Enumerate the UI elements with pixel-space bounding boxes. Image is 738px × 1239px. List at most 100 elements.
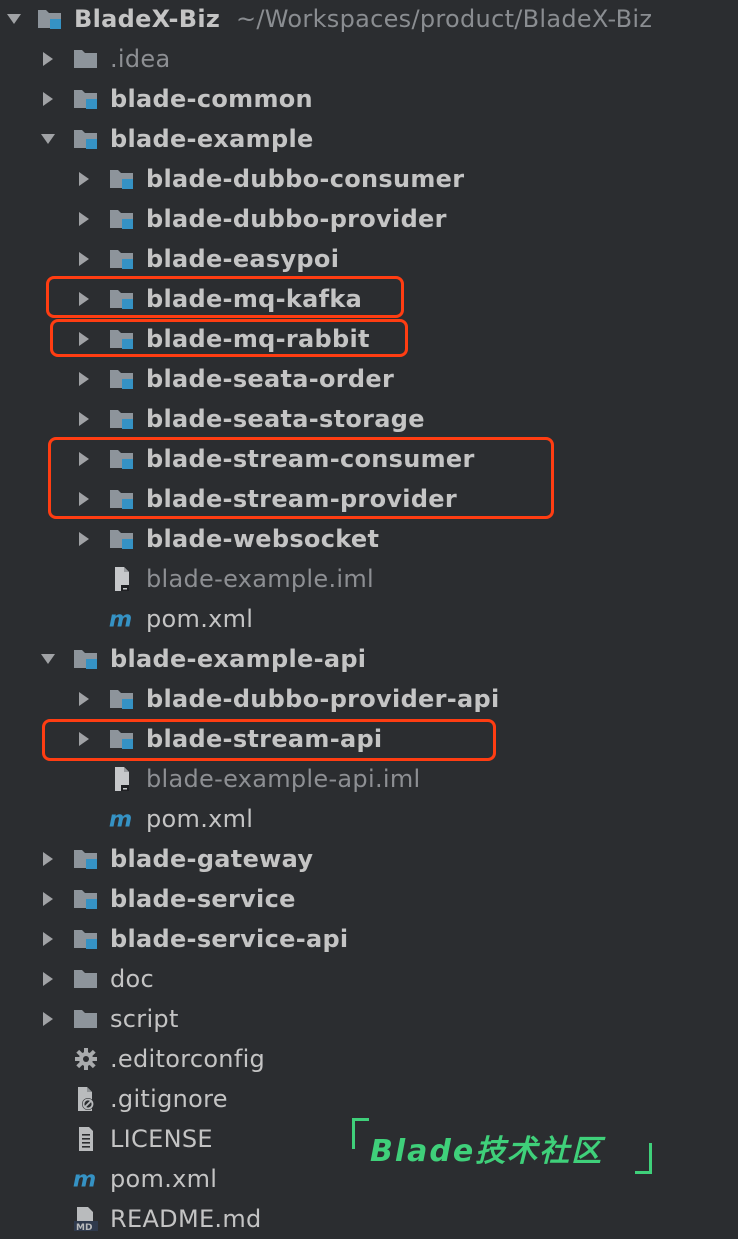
text-file-icon <box>72 1125 100 1153</box>
tree-row-license[interactable]: LICENSE <box>0 1119 738 1159</box>
chevron-right-icon[interactable] <box>74 529 94 549</box>
module-folder-icon <box>108 445 136 473</box>
chevron-right-icon[interactable] <box>38 849 58 869</box>
tree-row-blade-mq-kafka[interactable]: blade-mq-kafka <box>0 279 738 319</box>
module-folder-icon <box>108 685 136 713</box>
chevron-right-icon[interactable] <box>74 289 94 309</box>
tree-item-label: blade-gateway <box>110 845 314 873</box>
chevron-right-icon[interactable] <box>38 1009 58 1029</box>
tree-row-pom-xml[interactable]: m pom.xml <box>0 799 738 839</box>
chevron-right-icon[interactable] <box>38 969 58 989</box>
svg-text:m: m <box>109 806 132 832</box>
tree-row-doc[interactable]: doc <box>0 959 738 999</box>
tree-item-label: blade-mq-kafka <box>146 285 363 313</box>
tree-item-label: .gitignore <box>110 1085 228 1113</box>
tree-item-label: blade-seata-order <box>146 365 395 393</box>
tree-row-blade-example-iml[interactable]: blade-example.iml <box>0 559 738 599</box>
maven-icon: m <box>108 805 136 833</box>
module-folder-icon <box>72 125 100 153</box>
chevron-down-icon[interactable] <box>38 649 58 669</box>
tree-item-label: blade-dubbo-provider-api <box>146 685 500 713</box>
module-folder-icon <box>108 205 136 233</box>
tree-item-label: blade-stream-api <box>146 725 383 753</box>
tree-row-blade-gateway[interactable]: blade-gateway <box>0 839 738 879</box>
tree-row-pom-xml[interactable]: m pom.xml <box>0 1159 738 1199</box>
module-folder-icon <box>72 645 100 673</box>
tree-item-label: blade-example.iml <box>146 565 375 593</box>
chevron-right-icon[interactable] <box>74 169 94 189</box>
svg-text:m: m <box>73 1166 96 1192</box>
tree-row-blade-dubbo-consumer[interactable]: blade-dubbo-consumer <box>0 159 738 199</box>
tree-row-blade-websocket[interactable]: blade-websocket <box>0 519 738 559</box>
tree-row-blade-seata-storage[interactable]: blade-seata-storage <box>0 399 738 439</box>
tree-row-blade-seata-order[interactable]: blade-seata-order <box>0 359 738 399</box>
tree-row-blade-stream-provider[interactable]: blade-stream-provider <box>0 479 738 519</box>
tree-row-blade-dubbo-provider[interactable]: blade-dubbo-provider <box>0 199 738 239</box>
module-folder-icon <box>72 885 100 913</box>
module-folder-icon <box>36 5 64 33</box>
chevron-right-icon[interactable] <box>74 729 94 749</box>
tree-row--idea[interactable]: .idea <box>0 39 738 79</box>
module-folder-icon <box>108 525 136 553</box>
tree-item-label: blade-seata-storage <box>146 405 425 433</box>
chevron-right-icon[interactable] <box>38 49 58 69</box>
tree-item-label: README.md <box>110 1205 262 1233</box>
tree-item-label: blade-example-api.iml <box>146 765 421 793</box>
tree-item-label: pom.xml <box>146 805 254 833</box>
tree-row--gitignore[interactable]: .gitignore <box>0 1079 738 1119</box>
maven-icon: m <box>108 605 136 633</box>
chevron-right-icon[interactable] <box>74 489 94 509</box>
tree-row-blade-dubbo-provider-api[interactable]: blade-dubbo-provider-api <box>0 679 738 719</box>
iml-file-icon <box>108 765 136 793</box>
module-folder-icon <box>108 725 136 753</box>
chevron-down-icon[interactable] <box>38 129 58 149</box>
module-folder-icon <box>108 285 136 313</box>
tree-row-readme-md[interactable]: MD README.md <box>0 1199 738 1239</box>
chevron-right-icon[interactable] <box>74 449 94 469</box>
tree-row-blade-stream-api[interactable]: blade-stream-api <box>0 719 738 759</box>
chevron-right-icon[interactable] <box>38 89 58 109</box>
tree-item-label: blade-stream-consumer <box>146 445 475 473</box>
project-path: ~/Workspaces/product/BladeX-Biz <box>236 5 653 33</box>
iml-file-icon <box>108 565 136 593</box>
tree-item-label: BladeX-Biz <box>74 5 221 33</box>
tree-row-blade-easypoi[interactable]: blade-easypoi <box>0 239 738 279</box>
ignore-file-icon <box>72 1085 100 1113</box>
tree-row-script[interactable]: script <box>0 999 738 1039</box>
tree-row-blade-example-api-iml[interactable]: blade-example-api.iml <box>0 759 738 799</box>
tree-item-label: script <box>110 1005 179 1033</box>
tree-row-bladex-biz[interactable]: BladeX-Biz ~/Workspaces/product/BladeX-Bi… <box>0 0 738 39</box>
chevron-right-icon[interactable] <box>38 929 58 949</box>
tree-item-label: LICENSE <box>110 1125 213 1153</box>
tree-item-label: blade-example <box>110 125 314 153</box>
tree-row-blade-example[interactable]: blade-example <box>0 119 738 159</box>
tree-item-label: pom.xml <box>110 1165 218 1193</box>
tree-row-blade-example-api[interactable]: blade-example-api <box>0 639 738 679</box>
module-folder-icon <box>108 165 136 193</box>
chevron-right-icon[interactable] <box>74 249 94 269</box>
chevron-right-icon[interactable] <box>38 889 58 909</box>
chevron-down-icon[interactable] <box>4 9 24 29</box>
chevron-right-icon[interactable] <box>74 689 94 709</box>
tree-row-blade-stream-consumer[interactable]: blade-stream-consumer <box>0 439 738 479</box>
chevron-right-icon[interactable] <box>74 329 94 349</box>
chevron-right-icon[interactable] <box>74 409 94 429</box>
svg-text:m: m <box>109 606 132 632</box>
folder-icon <box>72 1005 100 1033</box>
watermark-bracket-left <box>352 1118 369 1149</box>
tree-row-blade-common[interactable]: blade-common <box>0 79 738 119</box>
tree-item-label: blade-dubbo-provider <box>146 205 447 233</box>
tree-row-blade-service-api[interactable]: blade-service-api <box>0 919 738 959</box>
module-folder-icon <box>108 325 136 353</box>
svg-text:MD: MD <box>76 1223 92 1233</box>
tree-row-blade-mq-rabbit[interactable]: blade-mq-rabbit <box>0 319 738 359</box>
tree-item-label: blade-mq-rabbit <box>146 325 370 353</box>
tree-row--editorconfig[interactable]: .editorconfig <box>0 1039 738 1079</box>
chevron-right-icon[interactable] <box>74 369 94 389</box>
chevron-right-icon[interactable] <box>74 209 94 229</box>
tree-item-label: blade-easypoi <box>146 245 340 273</box>
tree-row-blade-service[interactable]: blade-service <box>0 879 738 919</box>
watermark-bracket-right <box>635 1143 652 1174</box>
module-folder-icon <box>72 925 100 953</box>
